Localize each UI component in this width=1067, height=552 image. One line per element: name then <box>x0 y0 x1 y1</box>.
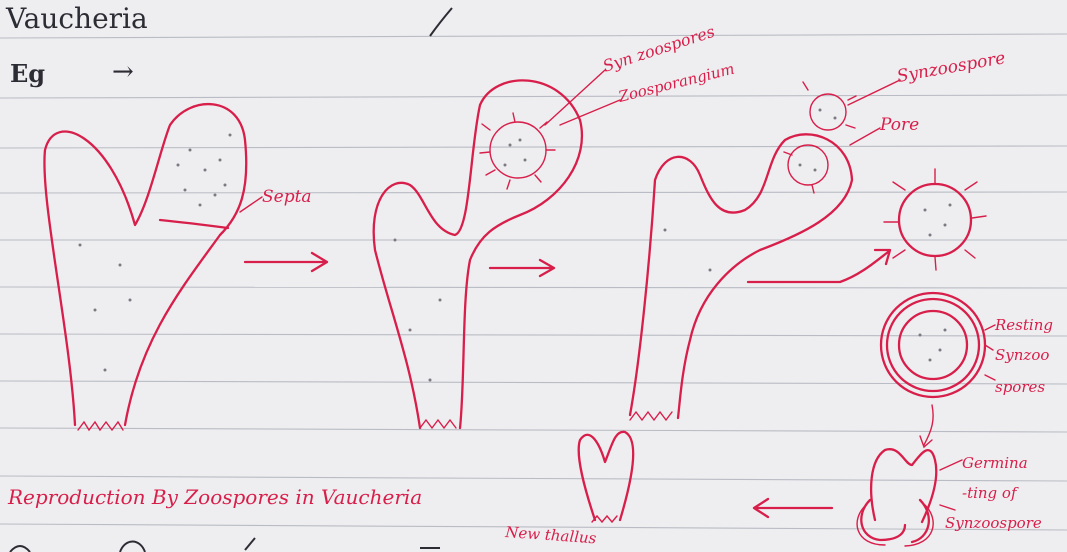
arrow-right-icon-2 <box>490 260 554 276</box>
page-title: Vaucheria <box>5 2 148 35</box>
cutoff-pencil-strokes <box>10 538 440 552</box>
arrow-diagonal-icon <box>748 250 890 282</box>
example-label: Eg <box>10 59 45 88</box>
septa-wall <box>160 220 228 228</box>
resting-synzoospore: Resting Synzoo spores <box>881 293 1053 397</box>
stage-3-release: Synzoospore Pore <box>630 48 1007 420</box>
stage-2-zoosporangium: Syn zoospores Zoosporangium <box>374 22 737 428</box>
new-thallus: New thallus <box>504 432 633 548</box>
label-germinating-2: -ting of <box>962 484 1019 502</box>
arrow-left-icon <box>754 499 832 517</box>
ruled-lines <box>0 34 1067 530</box>
arrow-down-icon <box>920 405 933 447</box>
label-resting-3: spores <box>995 378 1045 396</box>
zoospore-cluster <box>480 113 555 189</box>
label-resting-2: Synzoo <box>995 346 1049 364</box>
example-arrow-icon: → <box>112 57 134 87</box>
pencil-stroke <box>430 8 452 36</box>
label-pore: Pore <box>879 115 919 135</box>
germinating-synzoospore: Germina -ting of Synzoospore <box>857 449 1042 546</box>
label-new-thallus: New thallus <box>504 523 598 547</box>
label-germinating-1: Germina <box>962 454 1028 472</box>
label-septa: Septa <box>262 187 312 207</box>
label-germinating-3: Synzoospore <box>945 514 1042 532</box>
free-synzoospore <box>884 169 986 270</box>
label-synzoospore: Synzoospore <box>895 48 1006 87</box>
arrow-right-icon <box>245 253 327 271</box>
caption: Reproduction By Zoospores in Vaucheria <box>7 485 422 509</box>
label-resting-1: Resting <box>994 316 1053 334</box>
